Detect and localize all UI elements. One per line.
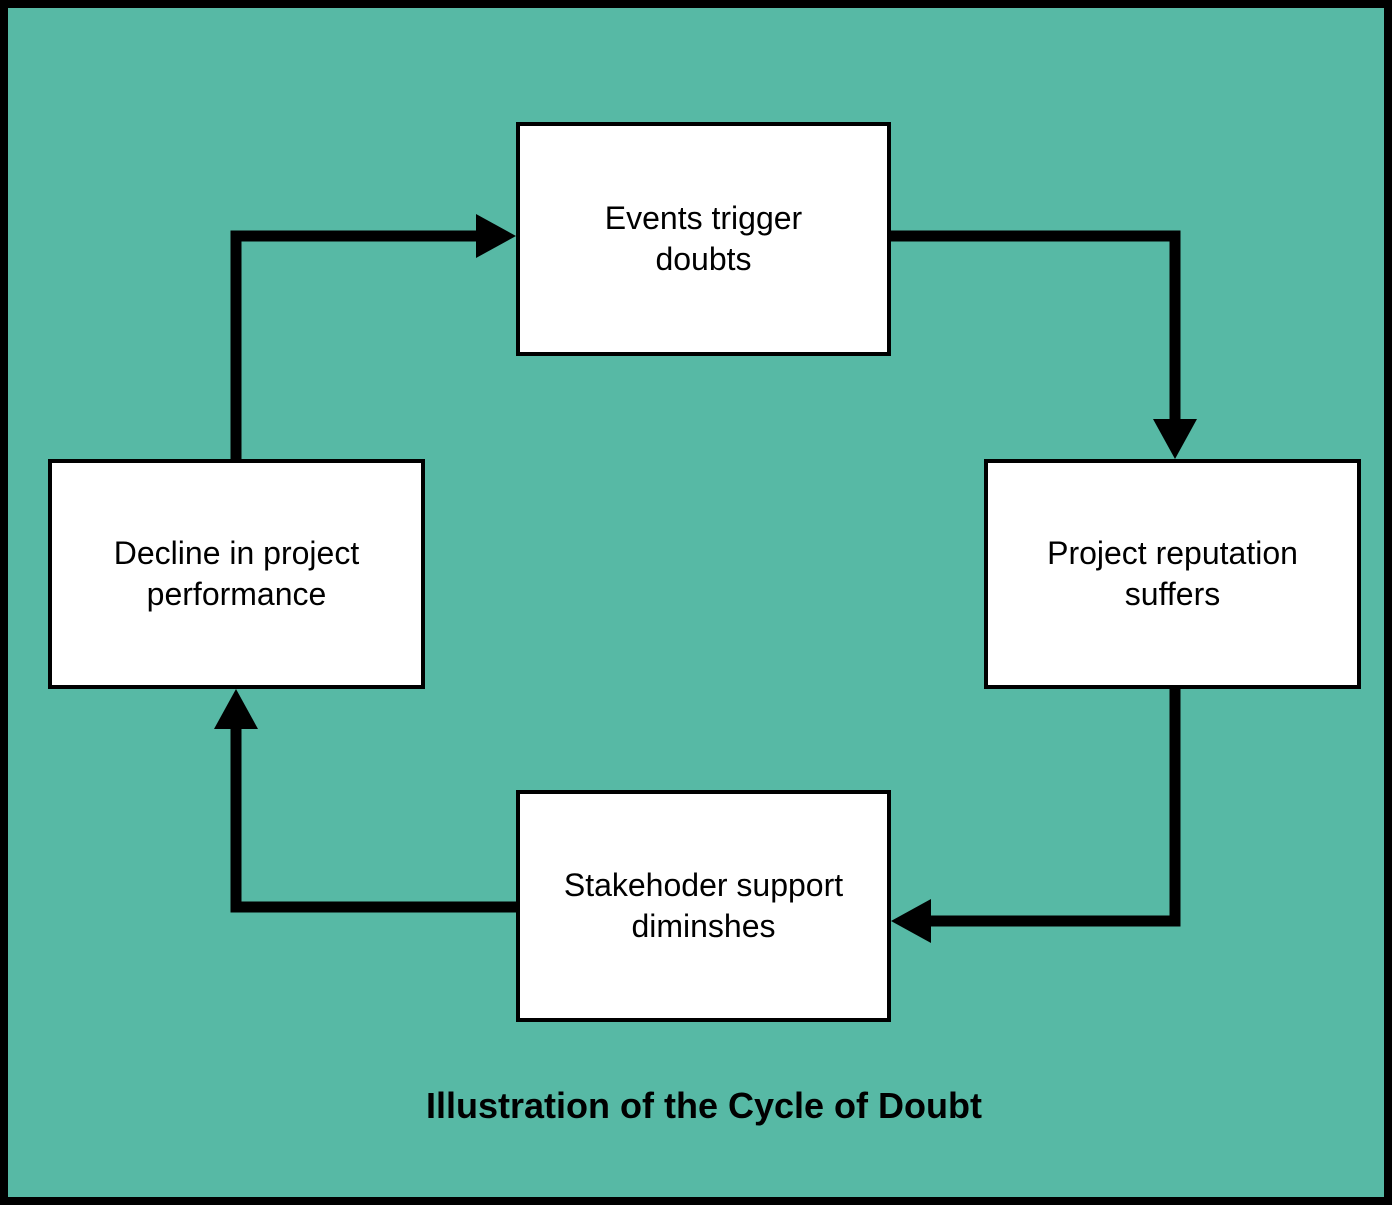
node-decline-in-project-performance[interactable]: Decline in project performance	[48, 459, 425, 689]
arrow-up-icon	[214, 689, 258, 729]
edge-decline-to-events	[230, 214, 516, 459]
node-events-trigger-doubts[interactable]: Events trigger doubts	[516, 122, 891, 356]
node-label: Decline in project performance	[113, 535, 360, 612]
node-stakeholder-support-diminishes[interactable]: Stakehoder support diminshes	[516, 790, 891, 1022]
arrow-down-icon	[1153, 419, 1197, 459]
edge-stakeholder-to-decline	[214, 689, 516, 913]
edge-events-to-reputation	[891, 230, 1197, 459]
edge-reputation-to-stakeholder	[891, 689, 1181, 943]
node-project-reputation-suffers[interactable]: Project reputation suffers	[984, 459, 1361, 689]
diagram-caption: Illustration of the Cycle of Doubt	[426, 1085, 982, 1126]
node-label: Events trigger doubts	[604, 200, 803, 277]
connector-layer	[214, 214, 1197, 943]
node-label: Project reputation suffers	[1047, 535, 1298, 612]
node-label: Stakehoder support diminshes	[563, 867, 844, 944]
arrow-left-icon	[891, 899, 931, 943]
arrow-right-icon	[476, 214, 516, 258]
